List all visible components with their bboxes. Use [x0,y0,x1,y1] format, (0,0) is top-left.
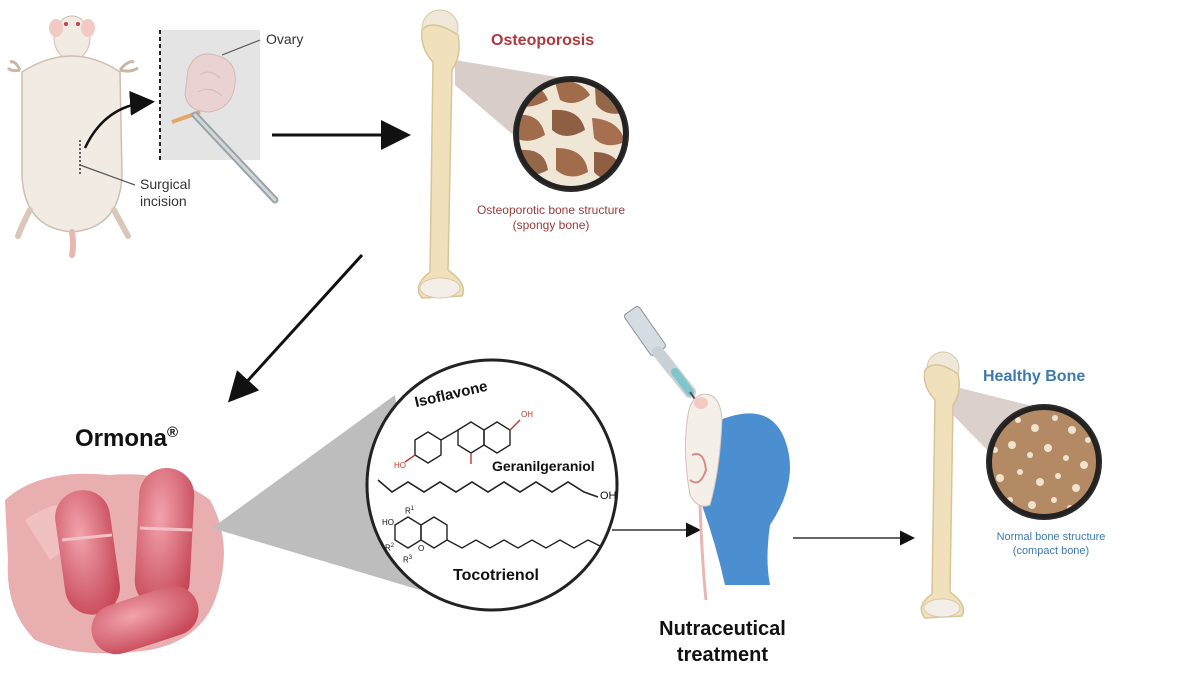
r1-text: R [405,506,411,516]
tocotrienol-o-label: O [418,544,425,553]
tocotrienol-label: Tocotrienol [453,567,539,584]
ovary-label: Ovary [266,31,304,47]
registered-mark: ® [167,424,179,441]
surgical-incision-line-1: Surgical [140,176,191,192]
compound-circle [365,358,619,612]
r1-label: R1 [405,506,414,516]
tocotrienol-ho-label: HO [382,518,394,527]
healthy-caption-line-2: (compact bone) [1012,545,1090,557]
r3-sup: 3 [408,555,413,561]
r2-sup: 2 [390,543,395,549]
geranylgeraniol-label: Geranilgeraniol [492,458,595,474]
treatment-label: Nutraceutical treatment [640,616,805,668]
isoflavone-oh-label: OH [521,410,533,419]
arrow-to-ormona [227,253,364,403]
osteoporotic-caption: Osteoporotic bone structure (spongy bone… [466,203,636,233]
healthy-bone-title: Healthy Bone [983,368,1086,385]
r3-text: R [403,555,409,565]
osteoporotic-femur [417,9,629,299]
healthy-femur [920,351,1102,619]
r3-label: R3 [403,555,412,565]
healthy-bone-caption: Normal bone structure (compact bone) [986,530,1116,558]
healthy-caption-line-1: Normal bone structure [996,531,1106,543]
zoom-cone [212,395,420,590]
surgical-incision-label: Surgical incision [140,176,191,210]
treatment-illustration [623,306,790,601]
brand-name: Ormona® [75,424,178,453]
treatment-line-1: Nutraceutical [659,618,786,640]
osteoporosis-title: Osteoporosis [491,32,595,49]
isoflavone-ho-label: HO [394,461,406,470]
osteoporotic-caption-line-2: (spongy bone) [512,218,590,232]
r2-text: R [385,543,391,553]
geranylgeraniol-oh-label: OH [600,490,617,502]
r1-sup: 1 [410,506,415,512]
ovary-panel [159,30,279,204]
rat-illustration [6,15,155,258]
surgical-incision-line-2: incision [140,193,187,209]
osteoporotic-caption-line-1: Osteoporotic bone structure [476,203,626,217]
r2-label: R2 [385,543,394,553]
brand-text: Ormona [75,425,168,452]
treatment-line-2: treatment [676,644,769,666]
ormona-capsules [5,468,224,655]
